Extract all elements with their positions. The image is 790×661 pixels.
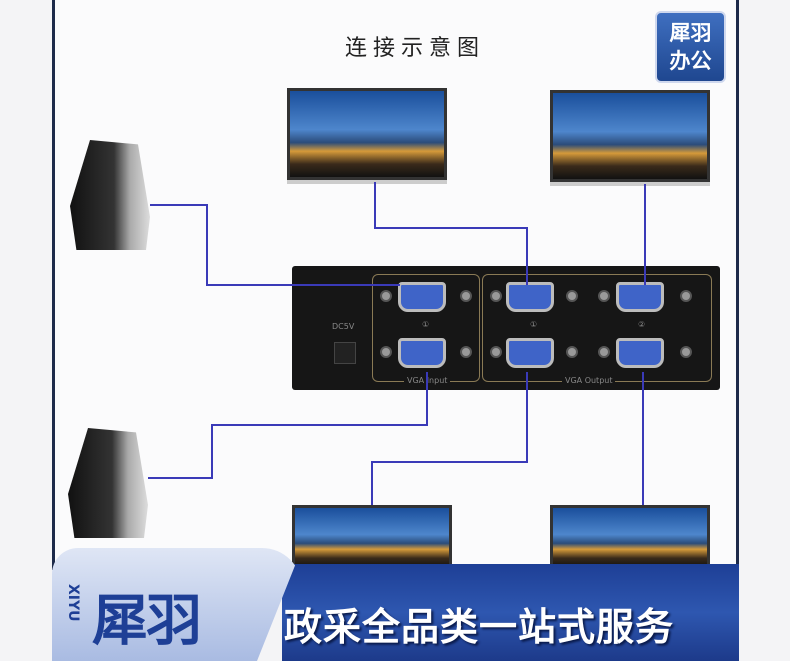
port-number: ① [422,320,430,329]
brand-logo: 犀羽办公 [655,11,726,83]
cable-pc1 [150,204,400,286]
port-number: ① [530,320,538,329]
logo-line2: 办公 [669,49,712,73]
power-jack [334,342,356,364]
power-label: DC5V [332,322,355,331]
vga-port [616,338,664,368]
vga-port [506,282,554,312]
vga-port [616,282,664,312]
brand-banner: 犀羽 XIYU 政采全品类一站式服务 [52,548,739,661]
brand-pinyin: XIYU [65,584,81,622]
banner-blue [282,564,739,661]
monitor-bottom-2 [550,505,710,570]
cable-pc2 [148,372,428,479]
monitor-top-2 [550,90,710,186]
vga-switch: DC5V ① ① ② VGA Input VGA Output [292,266,720,390]
vga-port [506,338,554,368]
monitor-top-1 [287,88,447,184]
cable-monitor-top-1 [374,182,528,285]
diagram-title: 连接示意图 [345,36,486,61]
output-label: VGA Output [562,376,616,385]
port-number: ② [638,320,646,329]
cable-monitor-bottom-1 [371,372,528,505]
logo-line1: 犀羽 [669,21,712,45]
banner-tab [52,548,302,661]
slogan: 政采全品类一站式服务 [284,605,675,649]
vga-port [398,282,446,312]
monitor-bottom-1 [292,505,452,570]
vga-port [398,338,446,368]
brand-name: 犀羽 [92,589,202,654]
